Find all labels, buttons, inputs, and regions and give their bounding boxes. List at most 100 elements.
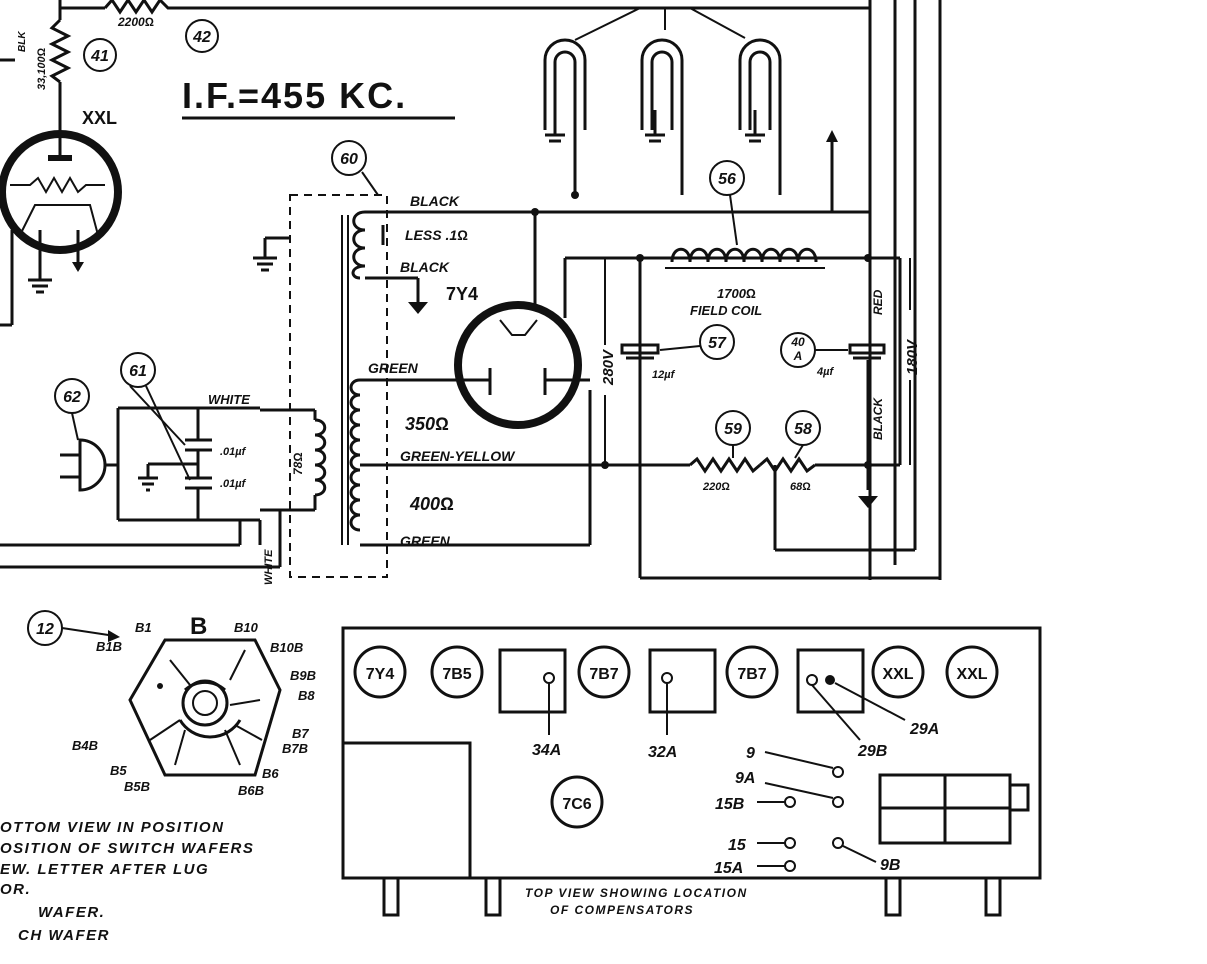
black-label: BLACK [871,397,885,440]
switch-b: 12 B B1 B1B B10 B10B B9B B8 B7 B7B B6 B6… [27,610,316,798]
note-line-4: OR. [0,881,31,898]
comp-9b: 9B [880,857,900,874]
comp-9a: 9A [735,770,755,787]
ground-xxl [28,278,52,294]
ref-12-label: 12 [36,621,54,638]
ref-56-label: 56 [718,171,736,188]
switch-lug-b6: B6 [262,766,279,781]
switch-lug-b7b: B7B [282,741,308,756]
comp-15b: 15B [715,796,744,813]
note-line-2: OSITION OF SWITCH WAFERS [0,840,254,857]
ref-41: 41 [83,38,117,72]
top-view-tube-label-2: 7B7 [589,666,618,683]
resistor-41: 33,100Ω BLK [0,8,72,125]
top-view-tube-label-5: XXL [956,666,987,683]
top-view-caption-1: TOP VIEW SHOWING LOCATION [525,886,748,900]
switch-lug-b1: B1 [135,620,152,635]
top-view-chassis [341,626,1042,917]
ref-61-label: 61 [129,363,147,380]
line-filter: 62 61 WHITE .01µf .01µf [0,352,282,569]
resistor-42-value: 2200Ω [117,15,154,29]
r59-value: 220Ω [702,481,730,493]
ref-42: 42 [185,19,219,53]
switch-lug-b9b: B9B [290,668,316,683]
notes: OTTOM VIEW IN POSITION OSITION OF SWITCH… [0,819,254,944]
label-black-top: BLACK [410,193,460,209]
top-view-tube-label-3: 7B7 [737,666,766,683]
ref-60-label: 60 [340,151,358,168]
comp-29b: 29B [857,743,887,760]
ref-40a-letter: A [793,349,803,363]
top-view-tube-xxl-a: XXL [871,645,925,699]
note-line-6: CH WAFER [18,927,110,944]
label-350: 350Ω [405,414,449,434]
switch-lug-b8: B8 [298,688,315,703]
switch-lug-b10b: B10B [270,640,303,655]
switch-lug-b7: B7 [292,726,309,741]
ref-40a-num: 40 [790,335,805,349]
red-label: RED [871,289,885,315]
switch-title: B [190,613,207,640]
comp-29a: 29A [909,721,939,738]
top-view-tube-label-6: 7C6 [562,796,591,813]
switch-lug-b5b: B5B [124,779,150,794]
top-view-caption-2: OF COMPENSATORS [550,903,694,917]
resistor-41-value: 33,100Ω [36,47,48,90]
switch-lug-b6b: B6B [238,783,264,798]
top-view-tube-7c6: 7C6 [550,775,604,829]
volt-280: 280V [600,348,617,386]
top-view-tube-7b5: 7B5 [430,645,484,699]
note-line-1: OTTOM VIEW IN POSITION [0,819,224,836]
comp-34a: 34A [532,742,561,759]
label-400: 400Ω [409,494,454,514]
top-wiring [58,0,942,580]
label-78: 78Ω [291,452,305,475]
tube-xxl: XXL [0,108,122,280]
tube-7y4-label: 7Y4 [446,284,478,304]
switch-lug-b5: B5 [110,763,127,778]
comp-15a: 15A [714,860,743,877]
transformer-60-outline [289,194,388,578]
switch-lug-b4b: B4B [72,738,98,753]
top-view-tube-label-1: 7B5 [442,666,471,683]
top-view-tube-7y4: 7Y4 [353,645,407,699]
cap40a-value: 4µf [816,366,834,378]
field-coil-56: 56 1700Ω FIELD COIL [665,160,825,318]
label-less: LESS .1Ω [405,227,468,243]
if-frequency-label: I.F.=455 KC. [182,75,407,116]
top-view-tube-label-4: XXL [882,666,913,683]
comp-32a: 32A [648,744,677,761]
cap61-a: .01µf [220,446,247,458]
ref-41-label: 41 [90,48,109,65]
field-coil-label: FIELD COIL [690,303,762,318]
cap-57: 12µf 57 [620,258,735,381]
ref-60: 60 [331,140,379,196]
tube-xxl-label: XXL [82,108,117,128]
top-view-tube-xxl-b: XXL [945,645,999,699]
cap-40a: 40 A 4µf RED BLACK [780,289,886,508]
top-view-tube-7b7-a: 7B7 [577,645,631,699]
comp-15: 15 [728,837,747,854]
r58-value: 68Ω [790,481,811,493]
cap61-b: .01µf [220,478,247,490]
ref-42-label: 42 [192,29,211,46]
field-coil-value: 1700Ω [717,286,756,301]
blk-label: BLK [17,31,28,52]
volt-180: 180V [904,338,921,375]
comp-9: 9 [746,745,755,762]
tube-sockets-top [543,7,838,213]
note-line-3: EW. LETTER AFTER LUG [0,861,209,878]
ref-57-label: 57 [708,335,727,352]
tube-7y4: 7Y4 [446,212,900,429]
top-view-tube-label-0: 7Y4 [366,666,395,683]
label-green-yellow: GREEN-YELLOW [400,448,516,464]
label-green-bottom: GREEN [400,533,451,549]
white-label: WHITE [208,392,250,407]
cap57-value: 12µf [652,369,676,381]
label-black-bottom: BLACK [400,259,450,275]
switch-lug-b10: B10 [234,620,259,635]
label-green-top: GREEN [368,360,419,376]
switch-lug-b1b: B1B [96,639,122,654]
ref-62-label: 62 [63,389,81,406]
